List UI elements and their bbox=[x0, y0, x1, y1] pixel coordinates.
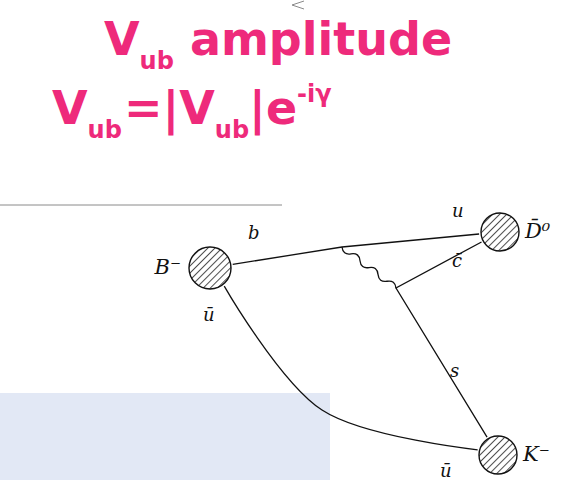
info-panel bbox=[0, 393, 330, 480]
quark-line bbox=[233, 234, 479, 264]
blob-outline bbox=[188, 246, 232, 290]
subscript: ub bbox=[88, 116, 122, 144]
quark-label: ū bbox=[440, 462, 452, 480]
quark-line bbox=[224, 286, 477, 450]
meson-blob: K⁻ bbox=[478, 435, 518, 475]
hatched-circle bbox=[479, 436, 517, 474]
meson-blob: D̄⁰ bbox=[480, 212, 520, 252]
heading-word: amplitude bbox=[190, 12, 452, 66]
meson-blob: B⁻ bbox=[188, 246, 232, 290]
stray-mark bbox=[292, 1, 304, 9]
quark-label: c̄ bbox=[452, 252, 462, 270]
hatched-circle bbox=[481, 213, 519, 251]
heading-line: Vubamplitude bbox=[104, 16, 452, 73]
quark-label: s bbox=[450, 362, 459, 380]
particle-name: B⁻ bbox=[154, 256, 181, 279]
hatched-circle bbox=[189, 247, 231, 289]
exponent: -iγ bbox=[297, 80, 332, 108]
quark-line bbox=[396, 242, 487, 437]
particle-name: K⁻ bbox=[523, 443, 550, 466]
formula-line: Vub=|Vub|e-iγ bbox=[52, 82, 332, 142]
symbol-v: V bbox=[104, 12, 140, 66]
blob-outline bbox=[478, 435, 518, 475]
w-boson-wavy-line bbox=[342, 247, 396, 288]
quark-label: u bbox=[452, 202, 464, 220]
particle-name: D̄⁰ bbox=[525, 220, 550, 243]
quark-label: ū bbox=[203, 306, 215, 324]
subscript: ub bbox=[215, 116, 249, 144]
symbol-v: V bbox=[52, 81, 88, 135]
formula-part: =|V bbox=[124, 81, 215, 135]
formula-part: |e bbox=[249, 81, 297, 135]
subscript: ub bbox=[140, 47, 174, 75]
divider-line bbox=[0, 205, 282, 206]
quark-label: b bbox=[248, 224, 260, 242]
blob-outline bbox=[480, 212, 520, 252]
